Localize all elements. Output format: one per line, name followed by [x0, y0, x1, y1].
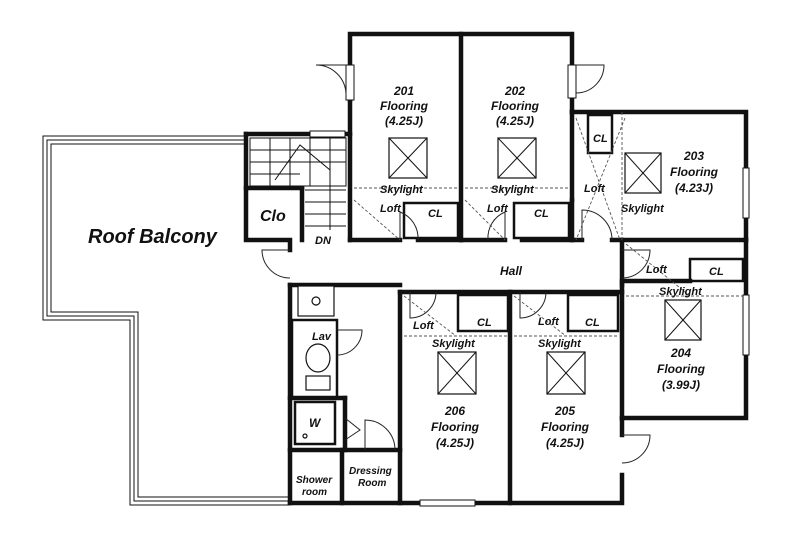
room-number: 205	[554, 404, 575, 418]
staircase	[249, 137, 347, 230]
room-number: 202	[504, 84, 525, 98]
loft-label: Loft	[380, 203, 402, 215]
room-type: Flooring	[541, 420, 590, 434]
skylight-icon	[664, 299, 702, 341]
washer-pan-icon	[302, 433, 308, 439]
loft-outlines	[353, 112, 743, 337]
room-size: (4.25J)	[496, 114, 534, 128]
room-203: 203 Flooring (4.23J)	[670, 149, 719, 195]
dressing-room-label-1: Dressing	[349, 466, 392, 477]
skylight-label: Skylight	[621, 203, 665, 215]
shower-room-label-1: Shower	[296, 475, 333, 486]
hall-label: Hall	[500, 264, 523, 278]
room-201: 201 Flooring (4.25J)	[380, 84, 429, 128]
loft-label: Loft	[413, 320, 435, 332]
skylight-label: Skylight	[432, 338, 476, 350]
skylight-label: Skylight	[659, 286, 703, 298]
loft-label: Loft	[538, 316, 560, 328]
room-206: 206 Flooring (4.25J)	[431, 404, 480, 450]
skylight-icon	[388, 137, 428, 179]
closet-cl-label: CL	[585, 317, 600, 329]
lav-label: Lav	[312, 331, 332, 343]
room-size: (4.25J)	[436, 436, 474, 450]
room-type: Flooring	[380, 99, 429, 113]
room-number: 203	[683, 149, 704, 163]
washer-label: W	[309, 416, 322, 430]
roof-balcony-outline	[42, 135, 290, 506]
skylight-label: Skylight	[380, 184, 424, 196]
sink-icon	[297, 285, 335, 317]
room-type: Flooring	[670, 165, 719, 179]
dressing-room-label-2: Room	[358, 478, 386, 489]
windows	[309, 64, 750, 507]
room-type: Flooring	[657, 362, 706, 376]
skylight-icon	[546, 351, 586, 395]
closet-cl-label: CL	[709, 266, 724, 278]
shower-room-label-2: room	[302, 487, 327, 498]
room-number: 206	[444, 404, 465, 418]
room-size: (3.99J)	[662, 378, 700, 392]
room-202: 202 Flooring (4.25J)	[491, 84, 540, 128]
room-205: 205 Flooring (4.25J)	[541, 404, 590, 450]
room-number: 204	[670, 346, 691, 360]
skylight-icon	[437, 351, 477, 395]
skylight-icon	[497, 137, 537, 179]
skylight-icon	[624, 152, 662, 194]
room-number: 201	[393, 84, 414, 98]
room-204: 204 Flooring (3.99J)	[657, 346, 706, 392]
closet-cl-label: CL	[534, 208, 549, 220]
closet-label: Clo	[260, 208, 286, 225]
room-type: Flooring	[491, 99, 540, 113]
room-type: Flooring	[431, 420, 480, 434]
roof-balcony-label: Roof Balcony	[88, 226, 218, 248]
room-size: (4.25J)	[385, 114, 423, 128]
skylights	[388, 137, 702, 395]
interior-walls	[243, 31, 749, 506]
skylight-label: Skylight	[491, 184, 535, 196]
down-label: DN	[315, 235, 332, 247]
closet-cl-label: CL	[477, 317, 492, 329]
skylight-label: Skylight	[538, 338, 582, 350]
loft-label: Loft	[487, 203, 509, 215]
closet-cl-label: CL	[428, 208, 443, 220]
doors	[261, 64, 651, 464]
closet-cl-label: CL	[593, 133, 608, 145]
loft-label: Loft	[584, 183, 606, 195]
room-size: (4.23J)	[675, 181, 713, 195]
loft-label: Loft	[646, 264, 668, 276]
room-size: (4.25J)	[546, 436, 584, 450]
toilet-icon	[305, 343, 331, 391]
